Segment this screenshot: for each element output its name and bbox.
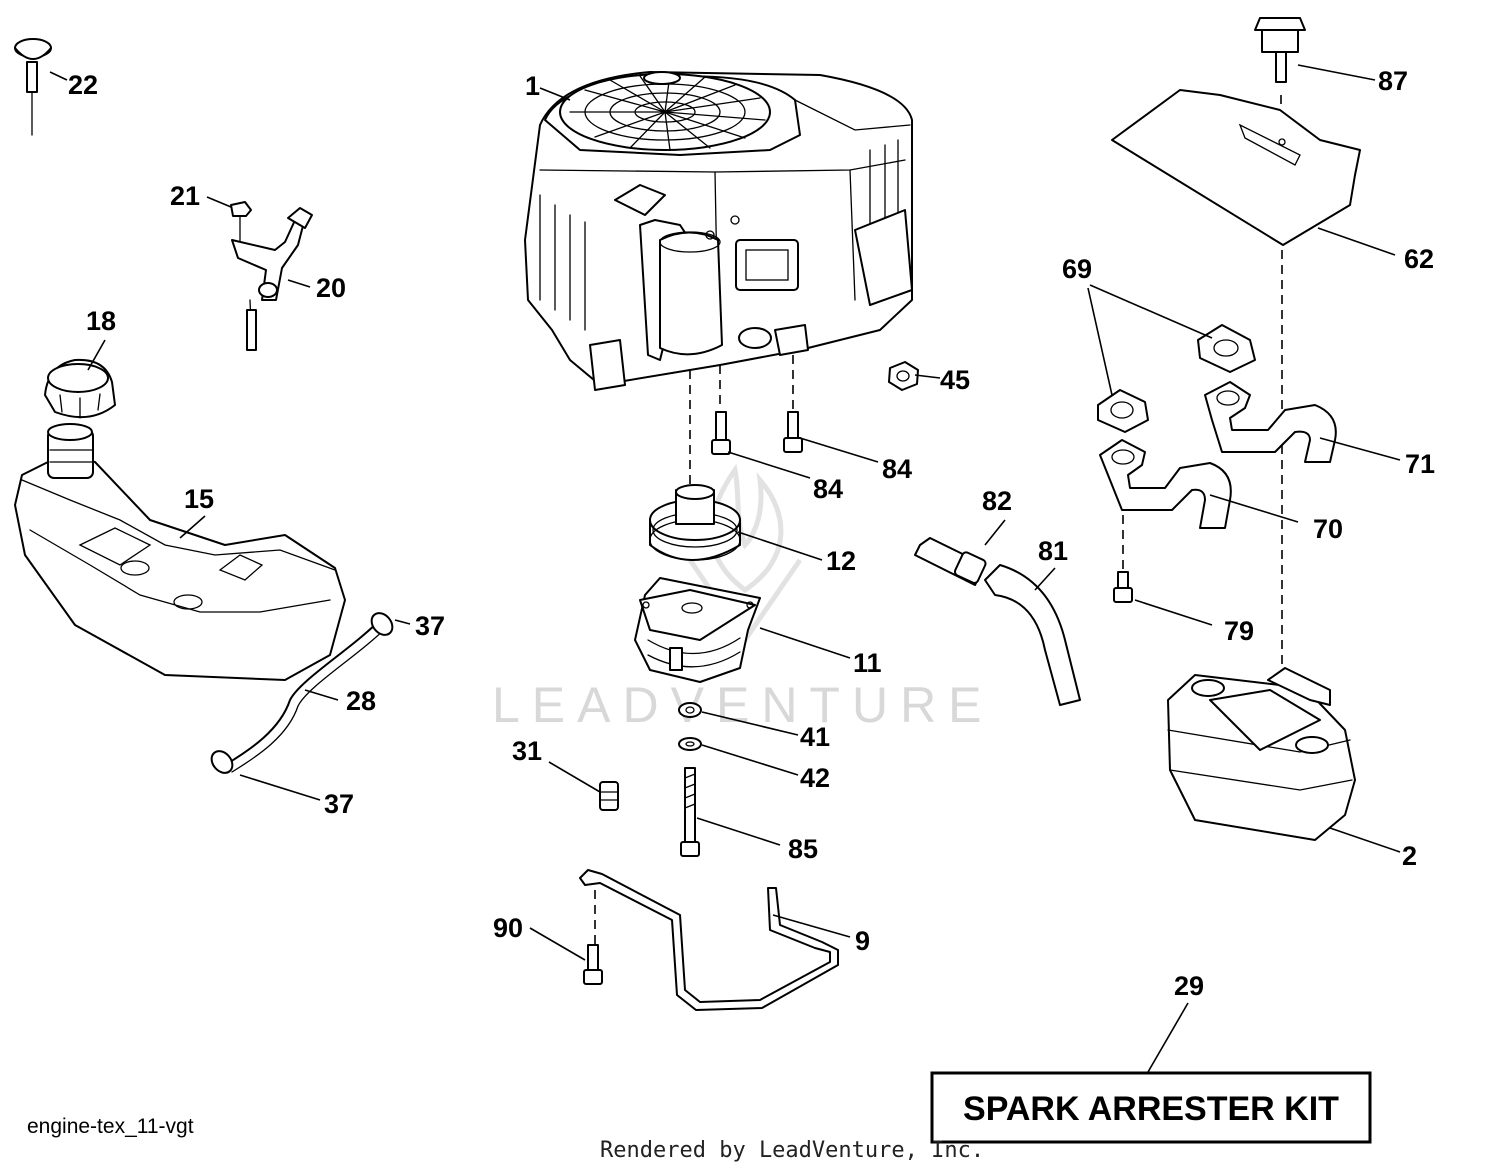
label-41: 41 [800,722,830,752]
label-21: 21 [170,181,200,211]
label-45: 45 [940,365,970,395]
label-31: 31 [512,736,542,766]
label-12: 12 [826,546,856,576]
part-11-clutch [634,577,761,683]
part-45-nut [888,361,919,391]
label-22: 22 [68,70,98,100]
part-71-exhaust-pipe [1204,381,1337,463]
label-18: 18 [86,306,116,336]
part-1-engine [524,71,913,391]
label-1: 1 [525,71,540,101]
label-84-left: 84 [813,474,843,504]
part-2-muffler [1167,667,1356,841]
part-20-throttle-bracket [231,207,313,351]
label-37-upper: 37 [415,611,445,641]
label-28: 28 [346,686,376,716]
part-79-bolt [1113,571,1133,603]
label-81: 81 [1038,536,1068,566]
label-71: 71 [1405,449,1435,479]
part-28-fuel-line [224,619,389,773]
label-82: 82 [982,486,1012,516]
part-70-exhaust-pipe [1099,439,1232,529]
part-81-exhaust-pipe [984,564,1081,706]
part-18-fuel-cap [44,358,116,419]
watermark-text: LEADVENTURE [492,677,994,733]
part-37-hose-clamp-upper [370,612,394,636]
part-41-spacer [678,702,702,718]
part-84-bolt-left [711,411,731,455]
leader-lines [49,64,1401,1073]
part-84-bolt-right [783,411,803,453]
part-12-pulley [649,484,741,561]
part-62-heat-shield [1111,89,1361,246]
label-85: 85 [788,834,818,864]
part-90-bolt [583,944,603,985]
label-84-right: 84 [882,454,912,484]
part-85-bolt [680,767,700,857]
part-69-gasket-upper [1197,324,1256,373]
label-69: 69 [1062,254,1092,284]
part-22-knob [14,38,52,136]
part-31-nut [599,781,619,811]
kit-label: SPARK ARRESTER KIT [963,1090,1339,1128]
part-labels: 22 21 20 18 15 37 28 37 1 45 84 84 12 11… [68,66,1435,1001]
label-37-lower: 37 [324,789,354,819]
label-29: 29 [1174,971,1204,1001]
label-62: 62 [1404,244,1434,274]
spark-arrester-kit: SPARK ARRESTER KIT [930,1071,1372,1144]
label-2: 2 [1402,841,1417,871]
part-9-rod [579,869,839,1011]
part-82-adapter [914,537,987,586]
label-42: 42 [800,763,830,793]
part-37-hose-clamp-lower [210,750,234,774]
figure-id: engine-tex_11-vgt [27,1115,194,1138]
label-15: 15 [184,484,214,514]
part-42-washer [678,737,702,751]
label-11: 11 [853,648,882,678]
label-87: 87 [1378,66,1408,96]
label-20: 20 [316,273,346,303]
label-90: 90 [493,913,523,943]
part-15-fuel-tank [14,423,346,681]
label-70: 70 [1313,514,1343,544]
part-87-knob [1254,17,1306,83]
part-21-screw [230,201,252,246]
part-69-gasket-lower [1097,389,1149,433]
render-credit: Rendered by LeadVenture, Inc. [600,1138,984,1163]
label-9: 9 [855,926,870,956]
label-79: 79 [1224,616,1254,646]
